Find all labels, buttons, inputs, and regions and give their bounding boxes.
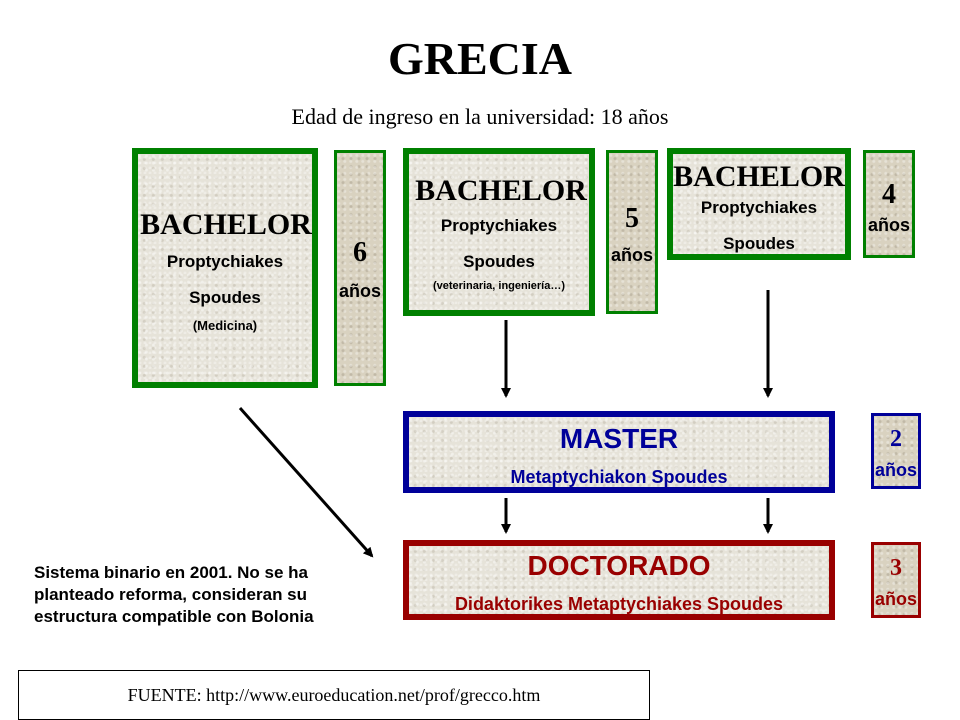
master-line1: Metaptychiakon Spoudes [510,467,728,487]
bachelor-medicina-heading: BACHELOR [140,208,312,241]
page-subtitle: Edad de ingreso en la universidad: 18 añ… [291,104,669,129]
doctorado-heading: DOCTORADO [527,550,711,581]
bachelor-medicina-line3: (Medicina) [192,318,258,333]
duration-master-unit: años [874,460,917,480]
bachelor-veterinaria-heading: BACHELOR [415,174,587,207]
duration-doctorado-number: 3 [890,555,902,581]
doctorado-line1: Didaktorikes Metaptychiakes Spoudes [454,594,784,614]
master-box: MASTER Metaptychiakon Spoudes [403,411,835,493]
duration-veterinaria-unit: años [610,245,653,265]
doctorado-box: DOCTORADO Didaktorikes Metaptychiakes Sp… [403,540,835,620]
bachelor-veterinaria-line1: Proptychiakes [440,216,558,235]
bachelor-veterinaria-box: BACHELOR Proptychiakes Spoudes (veterina… [403,148,595,316]
duration-general-number: 4 [882,179,896,210]
duration-general-box: 4 años [863,150,915,258]
page-title: GRECIA [387,33,573,84]
duration-veterinaria-number: 5 [625,203,639,234]
duration-medicina-unit: años [338,281,381,301]
bachelor-general-box: BACHELOR Proptychiakes Spoudes [667,148,851,260]
source-footer: FUENTE: http://www.euroeducation.net/pro… [18,670,650,720]
duration-medicina-box: 6 años [334,150,386,386]
bachelor-medicina-box: BACHELOR Proptychiakes Spoudes (Medicina… [132,148,318,388]
bachelor-medicina-line1: Proptychiakes [166,252,284,271]
note-text: Sistema binario en 2001. No se ha plante… [34,563,314,626]
bachelor-veterinaria-line2: Spoudes [463,252,535,271]
arrow-medicina-to-doctorado [238,407,374,558]
bachelor-veterinaria-line3: (veterinaria, ingeniería…) [432,280,566,292]
master-heading: MASTER [559,423,679,454]
duration-doctorado-box: 3 años [871,542,921,618]
duration-medicina-number: 6 [353,237,367,268]
bachelor-general-heading: BACHELOR [673,160,845,193]
duration-general-unit: años [867,215,910,235]
duration-veterinaria-box: 5 años [606,150,658,314]
bachelor-general-line1: Proptychiakes [700,198,818,217]
bachelor-general-line2: Spoudes [723,234,795,253]
duration-master-number: 2 [890,426,902,452]
duration-doctorado-unit: años [874,589,917,609]
duration-master-box: 2 años [871,413,921,489]
bachelor-medicina-line2: Spoudes [189,288,261,307]
